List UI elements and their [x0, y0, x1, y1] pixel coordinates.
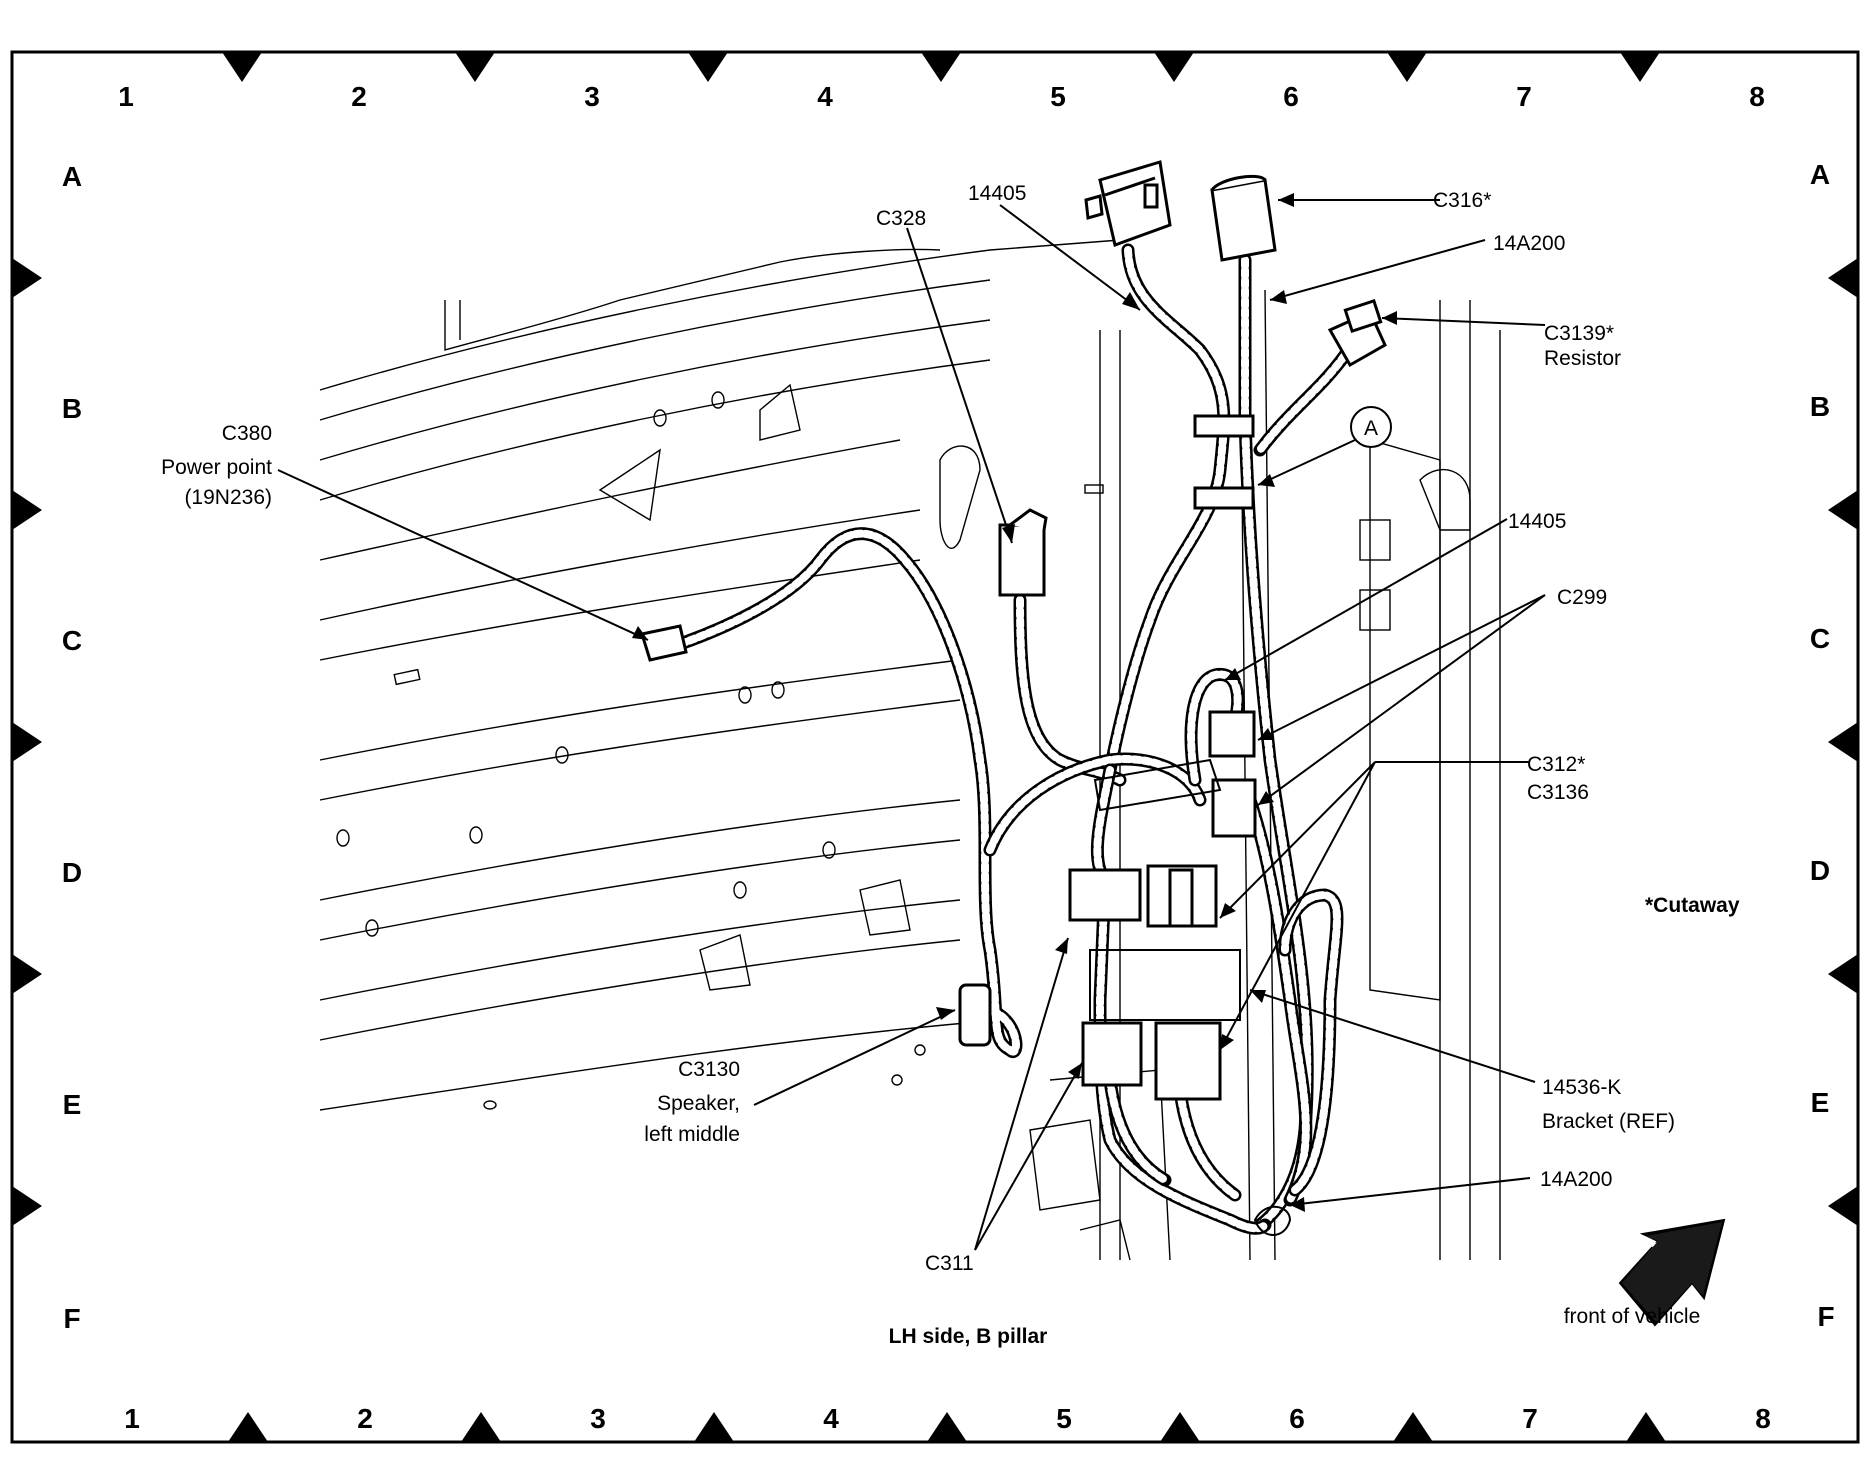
col-label-7: 7 [1516, 81, 1532, 112]
label-c299: C299 [1557, 586, 1607, 609]
col-label-3: 3 [584, 81, 600, 112]
label-c3136: C3136 [1527, 781, 1589, 804]
row-label-d-right: D [1810, 855, 1830, 886]
grid-row-labels-left: A B C D E F [62, 161, 82, 1334]
col-label-8: 8 [1749, 81, 1765, 112]
row-label-c-right: C [1810, 623, 1830, 654]
harness-c299-loop [1184, 668, 1245, 787]
connectors [640, 160, 1387, 1101]
label-c3130-desc-2: left middle [644, 1123, 740, 1146]
label-c380: C380 [222, 422, 272, 445]
label-c380-desc-2: (19N236) [184, 486, 272, 509]
bracket-shape [1089, 949, 1241, 1021]
wiring-harness [673, 243, 1352, 1236]
label-c3130-desc-1: Speaker, [657, 1092, 740, 1115]
label-bracket: 14536-K [1542, 1076, 1621, 1099]
grid-column-labels-bottom: 1 2 3 4 5 6 7 8 [124, 1403, 1771, 1434]
label-c316: C316* [1433, 189, 1491, 212]
harness-c380-branch [673, 527, 1023, 1059]
row-label-c: C [62, 625, 82, 656]
reference-a-label: A [1364, 417, 1378, 440]
connector-c328-shape [998, 523, 1046, 597]
connector-c299-upper-shape [1208, 710, 1256, 758]
diagram-border [10, 50, 1860, 1444]
label-c380-desc-1: Power point [161, 456, 272, 479]
row-label-e: E [63, 1089, 82, 1120]
row-label-f-right: F [1817, 1301, 1834, 1332]
col-label-8-bottom: 8 [1755, 1403, 1771, 1434]
harness-lower-left [1090, 763, 1272, 1235]
col-label-4-bottom: 4 [823, 1403, 839, 1434]
leader-lines [277, 199, 1546, 1251]
col-label-7-bottom: 7 [1522, 1403, 1538, 1434]
harness-c328-branch [1013, 593, 1127, 787]
top-markers [222, 52, 1660, 82]
cutaway-note: *Cutaway [1645, 894, 1740, 917]
col-label-5: 5 [1050, 81, 1066, 112]
right-markers [1828, 258, 1858, 1226]
connector-c3130-shape [958, 983, 992, 1047]
harness-cross-branch [983, 752, 1207, 857]
label-c3139: C3139* [1544, 322, 1614, 345]
label-bracket-desc: Bracket (REF) [1542, 1110, 1675, 1133]
col-label-1-bottom: 1 [124, 1403, 140, 1434]
col-label-3-bottom: 3 [590, 1403, 606, 1434]
label-c328: C328 [876, 207, 926, 230]
label-14405-mid: 14405 [1508, 510, 1566, 533]
harness-lower-right [1243, 793, 1313, 1207]
col-label-2-bottom: 2 [357, 1403, 373, 1434]
col-label-4: 4 [817, 81, 833, 112]
connector-c299-lower-shape [1211, 778, 1257, 838]
connector-c311-lower-shape [1081, 1021, 1143, 1087]
leader-arrowheads [632, 193, 1397, 1212]
connector-c311-upper-shape [1068, 868, 1142, 922]
col-label-2: 2 [351, 81, 367, 112]
harness-clip-upper [1193, 414, 1255, 438]
col-label-6-bottom: 6 [1289, 1403, 1305, 1434]
harness-end-knot [1253, 1205, 1292, 1236]
harness-right-loop [1278, 888, 1344, 1197]
label-14405-top: 14405 [968, 182, 1026, 205]
left-markers [12, 258, 42, 1226]
row-label-f: F [63, 1303, 80, 1334]
bottom-markers [228, 1412, 1666, 1442]
connector-c316-shape [1210, 178, 1277, 262]
callout-labels: 14405 C328 C316* 14A200 C3139* Resistor … [161, 182, 1740, 1275]
grid-row-labels-right: A B C D E F [1810, 159, 1835, 1332]
grid-markers [12, 52, 1858, 1442]
row-label-b-right: B [1810, 391, 1830, 422]
front-of-vehicle-arrow [1618, 1218, 1726, 1327]
row-label-a: A [62, 161, 82, 192]
connector-c3136-shape [1154, 1021, 1222, 1101]
row-label-e-right: E [1811, 1087, 1830, 1118]
row-label-d: D [62, 857, 82, 888]
harness-c311-lower [1103, 1073, 1242, 1202]
harness-clip-lower [1193, 486, 1255, 510]
label-c3139-desc: Resistor [1544, 347, 1621, 370]
reference-circle-a [1350, 406, 1392, 448]
col-label-6: 6 [1283, 81, 1299, 112]
col-label-1: 1 [118, 81, 134, 112]
label-14a200-top: 14A200 [1493, 232, 1565, 255]
harness-14405-top [1103, 243, 1231, 777]
connector-c380-shape [640, 624, 688, 662]
label-c312: C312* [1527, 753, 1585, 776]
harness-resistor-branch [1253, 348, 1352, 457]
row-label-a-right: A [1810, 159, 1830, 190]
col-label-5-bottom: 5 [1056, 1403, 1072, 1434]
label-c311: C311 [925, 1252, 974, 1275]
front-of-vehicle-label: front of vehicle [1564, 1305, 1701, 1328]
label-14a200-bottom: 14A200 [1540, 1168, 1612, 1191]
grid-column-labels-top: 1 2 3 4 5 6 7 8 [118, 81, 1765, 112]
diagram-title: LH side, B pillar [889, 1325, 1048, 1348]
connector-14405-top-shape [1098, 160, 1172, 247]
label-c3130: C3130 [678, 1058, 740, 1081]
row-label-b: B [62, 393, 82, 424]
